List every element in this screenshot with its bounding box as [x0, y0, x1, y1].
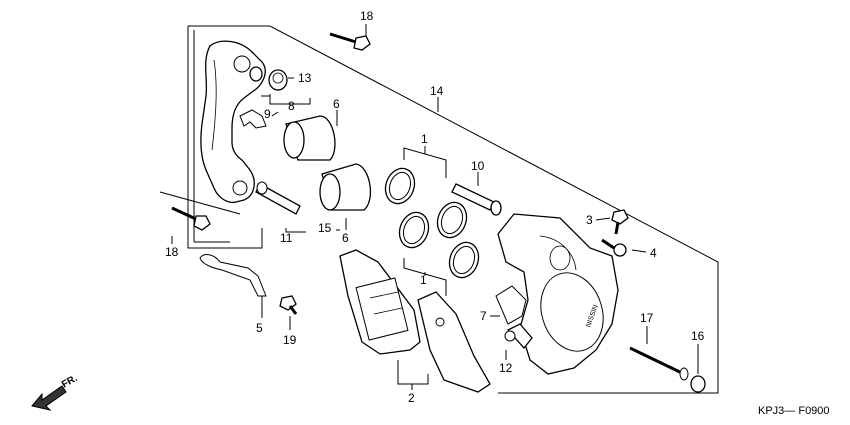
caliper-slide-pin: [451, 183, 502, 216]
caliper-bolt-4: [601, 238, 627, 257]
pad-pin-bolt: [279, 295, 298, 315]
callout-13: 13: [298, 71, 312, 85]
callout-10: 10: [471, 159, 485, 173]
callout-14: 14: [430, 84, 444, 98]
callout-5: 5: [256, 321, 263, 335]
callout-18: 18: [360, 9, 374, 23]
callout-9: 9: [264, 107, 271, 121]
callout-6: 6: [342, 231, 349, 245]
callout-1: 1: [421, 132, 428, 146]
callout-2: 2: [408, 391, 415, 405]
brake-pad-inner: [339, 249, 421, 355]
leader-lines: [159, 24, 719, 394]
pad-spring: [199, 254, 267, 297]
callout-6: 6: [333, 97, 340, 111]
pad-retainer-clip: [239, 109, 267, 129]
bracket-pin: [255, 181, 301, 215]
piston-lower: [319, 163, 372, 211]
pad-pin: [629, 346, 689, 381]
callout-11: 11: [280, 231, 293, 245]
small-boot: [249, 66, 263, 82]
callout-19: 19: [283, 333, 297, 347]
callout-12: 12: [499, 361, 513, 375]
callout-3: 3: [586, 213, 593, 227]
callout-18: 18: [165, 245, 179, 259]
callout-17: 17: [640, 311, 654, 325]
callout-15: 15: [318, 221, 332, 235]
callout-8: 8: [288, 99, 295, 113]
callout-16: 16: [691, 329, 705, 343]
bleed-valve: [504, 323, 533, 350]
callout-4: 4: [650, 246, 657, 260]
brake-pad-outer: [417, 291, 491, 393]
bracket-bolt-top: [329, 32, 371, 51]
bracket-bolt-left: [171, 206, 211, 231]
bracket-pin-boot: [268, 69, 288, 91]
callouts: 18 13 8 9 14 6 1 10 3 4 18 11 15 6 1 7 1…: [165, 9, 705, 405]
pad-shim: [495, 285, 527, 325]
direction-label: FR.: [60, 373, 80, 391]
caliper-bracket: [200, 40, 266, 204]
diagram-code: KPJ3— F0900: [758, 405, 830, 417]
pad-pin-plug: [690, 375, 706, 393]
caliper-bolt-3: [611, 209, 629, 235]
callout-7: 7: [480, 309, 487, 323]
callout-1: 1: [420, 273, 427, 287]
front-direction-arrow: FR.: [31, 373, 80, 411]
piston-upper: [283, 115, 336, 161]
piston-seals: [384, 167, 480, 279]
